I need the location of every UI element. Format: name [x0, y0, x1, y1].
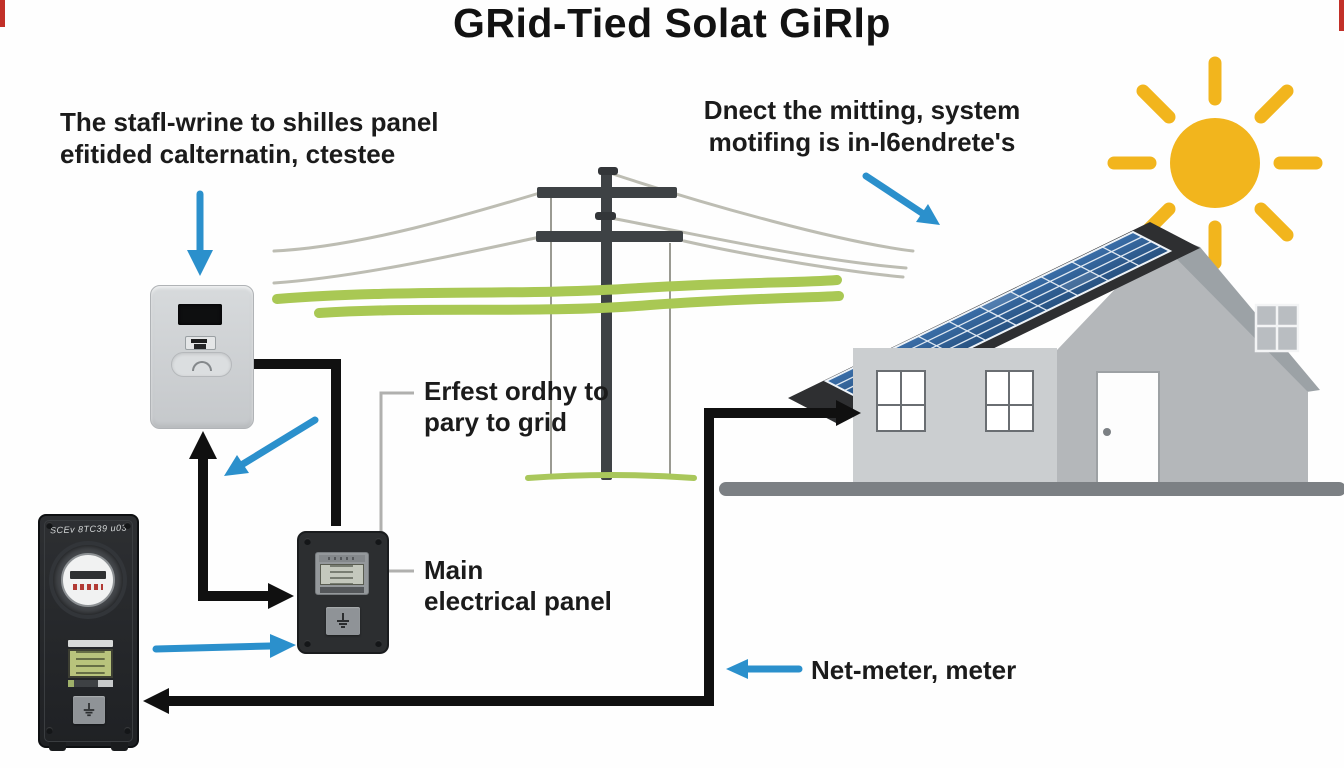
arrowhead-right-to-house [836, 400, 861, 426]
blue-arrow-diag-roof [862, 172, 926, 217]
caption-line: pary to grid [424, 407, 568, 437]
dial-register [70, 571, 106, 579]
connector-plug [194, 344, 206, 349]
main-panel-device [297, 531, 389, 654]
screw-icon [304, 538, 311, 545]
caption-main-panel: Main electrical panel [424, 555, 612, 617]
front-window-right [985, 370, 1034, 432]
display-footer [320, 587, 364, 593]
screw-icon [375, 538, 382, 545]
analog-dial [53, 545, 123, 615]
caption-line: Main [424, 555, 484, 585]
dial-scale [73, 584, 103, 590]
ground-icon [83, 703, 95, 717]
flow-inverter-to-panel [250, 359, 341, 526]
sun-icon [1107, 56, 1323, 270]
screw-icon [124, 727, 131, 734]
meter-foot [111, 742, 128, 751]
lcd-header-strip [68, 640, 113, 647]
arrowhead-right-to-panel [268, 583, 294, 609]
caption-line: electrical panel [424, 586, 612, 616]
caption-line: motifing is in-l6endrete's [708, 127, 1016, 157]
inverter-display [178, 304, 222, 325]
arrowhead-left-to-meter [143, 688, 169, 714]
inverter-connector [185, 336, 216, 350]
blue-arrow-right-panel [152, 642, 274, 653]
display-header [319, 555, 365, 562]
flow-house-to-meter [166, 408, 838, 706]
panel-label-tag [326, 607, 360, 635]
blue-arrows [152, 172, 940, 679]
dial-face [61, 553, 115, 607]
door [1096, 371, 1160, 486]
inverter-device [150, 285, 254, 429]
caption-line: Dnect the mitting, system [703, 95, 1021, 125]
caption-metering-note: Dnect the mitting, system motifing is in… [672, 94, 1052, 158]
caption-grid-feed: Erfest ordhy to pary to grid [424, 376, 609, 438]
ground-icon [337, 613, 349, 628]
screw-icon [124, 522, 131, 529]
meter-face [44, 520, 133, 742]
power-line-wires [272, 172, 915, 285]
label-bracket [379, 391, 414, 573]
door-knob [1103, 428, 1111, 436]
inverter-button [171, 352, 232, 377]
panel-lcd [320, 564, 364, 585]
screw-icon [46, 522, 53, 529]
connector-slot [191, 339, 207, 343]
caption-line: Erfest ordhy to [424, 376, 609, 406]
utility-pole [525, 167, 697, 481]
front-window-left [876, 370, 926, 432]
edge-artifact-left [0, 0, 5, 27]
meter-lcd [68, 649, 113, 678]
screw-icon [304, 640, 311, 647]
skylight-window [1254, 303, 1300, 353]
blue-arrow-diag-left [239, 416, 319, 468]
button-arc-icon [192, 361, 212, 371]
lcd-footer-strip [68, 680, 113, 687]
page-title: GRid-Tied Solat GiRlp [453, 0, 891, 46]
caption-line: efitided calternatin, ctestee [60, 139, 396, 169]
green-flow-lines [272, 275, 844, 318]
screw-icon [375, 640, 382, 647]
meter-label-tag [73, 696, 105, 724]
flow-arrowheads [143, 400, 861, 714]
screw-icon [46, 727, 53, 734]
flow-lines-black [166, 359, 838, 706]
edge-artifact-right [1339, 0, 1344, 31]
caption-line: The stafl-wrine to shilles panel [60, 107, 439, 137]
meter-lcd-module [68, 640, 113, 688]
caption-net-meter: Net-meter, meter [811, 655, 1017, 685]
pole-ground-line [525, 472, 697, 481]
arrowhead-up-to-inverter [189, 431, 217, 459]
meter-foot [49, 742, 66, 751]
caption-inverter-note: The stafl-wrine to shilles panel efitide… [60, 106, 439, 170]
ground-road [719, 482, 1344, 496]
right-roof-face [1154, 230, 1320, 398]
flow-panel-branch [198, 455, 270, 601]
house [788, 222, 1320, 487]
panel-display-module [315, 552, 369, 595]
utility-meter-device: SCEv 8TC39 u03 [38, 514, 139, 751]
